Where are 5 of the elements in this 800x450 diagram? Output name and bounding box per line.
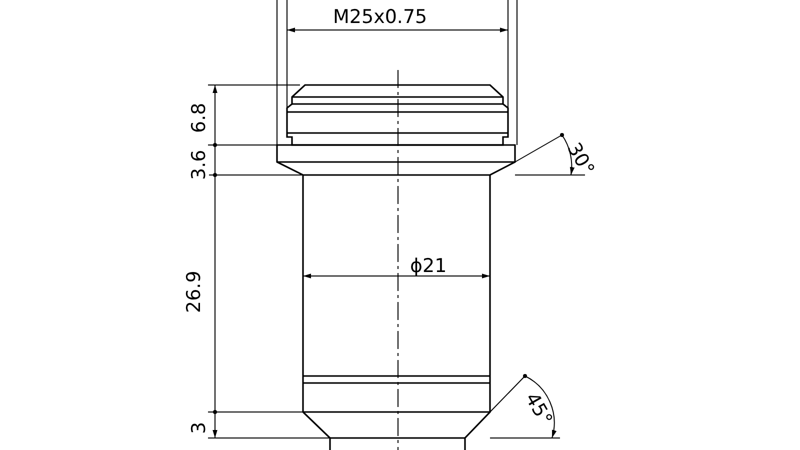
- dimension-text: M25x0.75: [333, 8, 428, 27]
- dimension-text: 45°: [522, 390, 555, 429]
- dimension-text: ϕ21: [410, 257, 447, 276]
- dimension-text: 30°: [564, 140, 597, 179]
- dimension-text: 3.6: [190, 150, 209, 180]
